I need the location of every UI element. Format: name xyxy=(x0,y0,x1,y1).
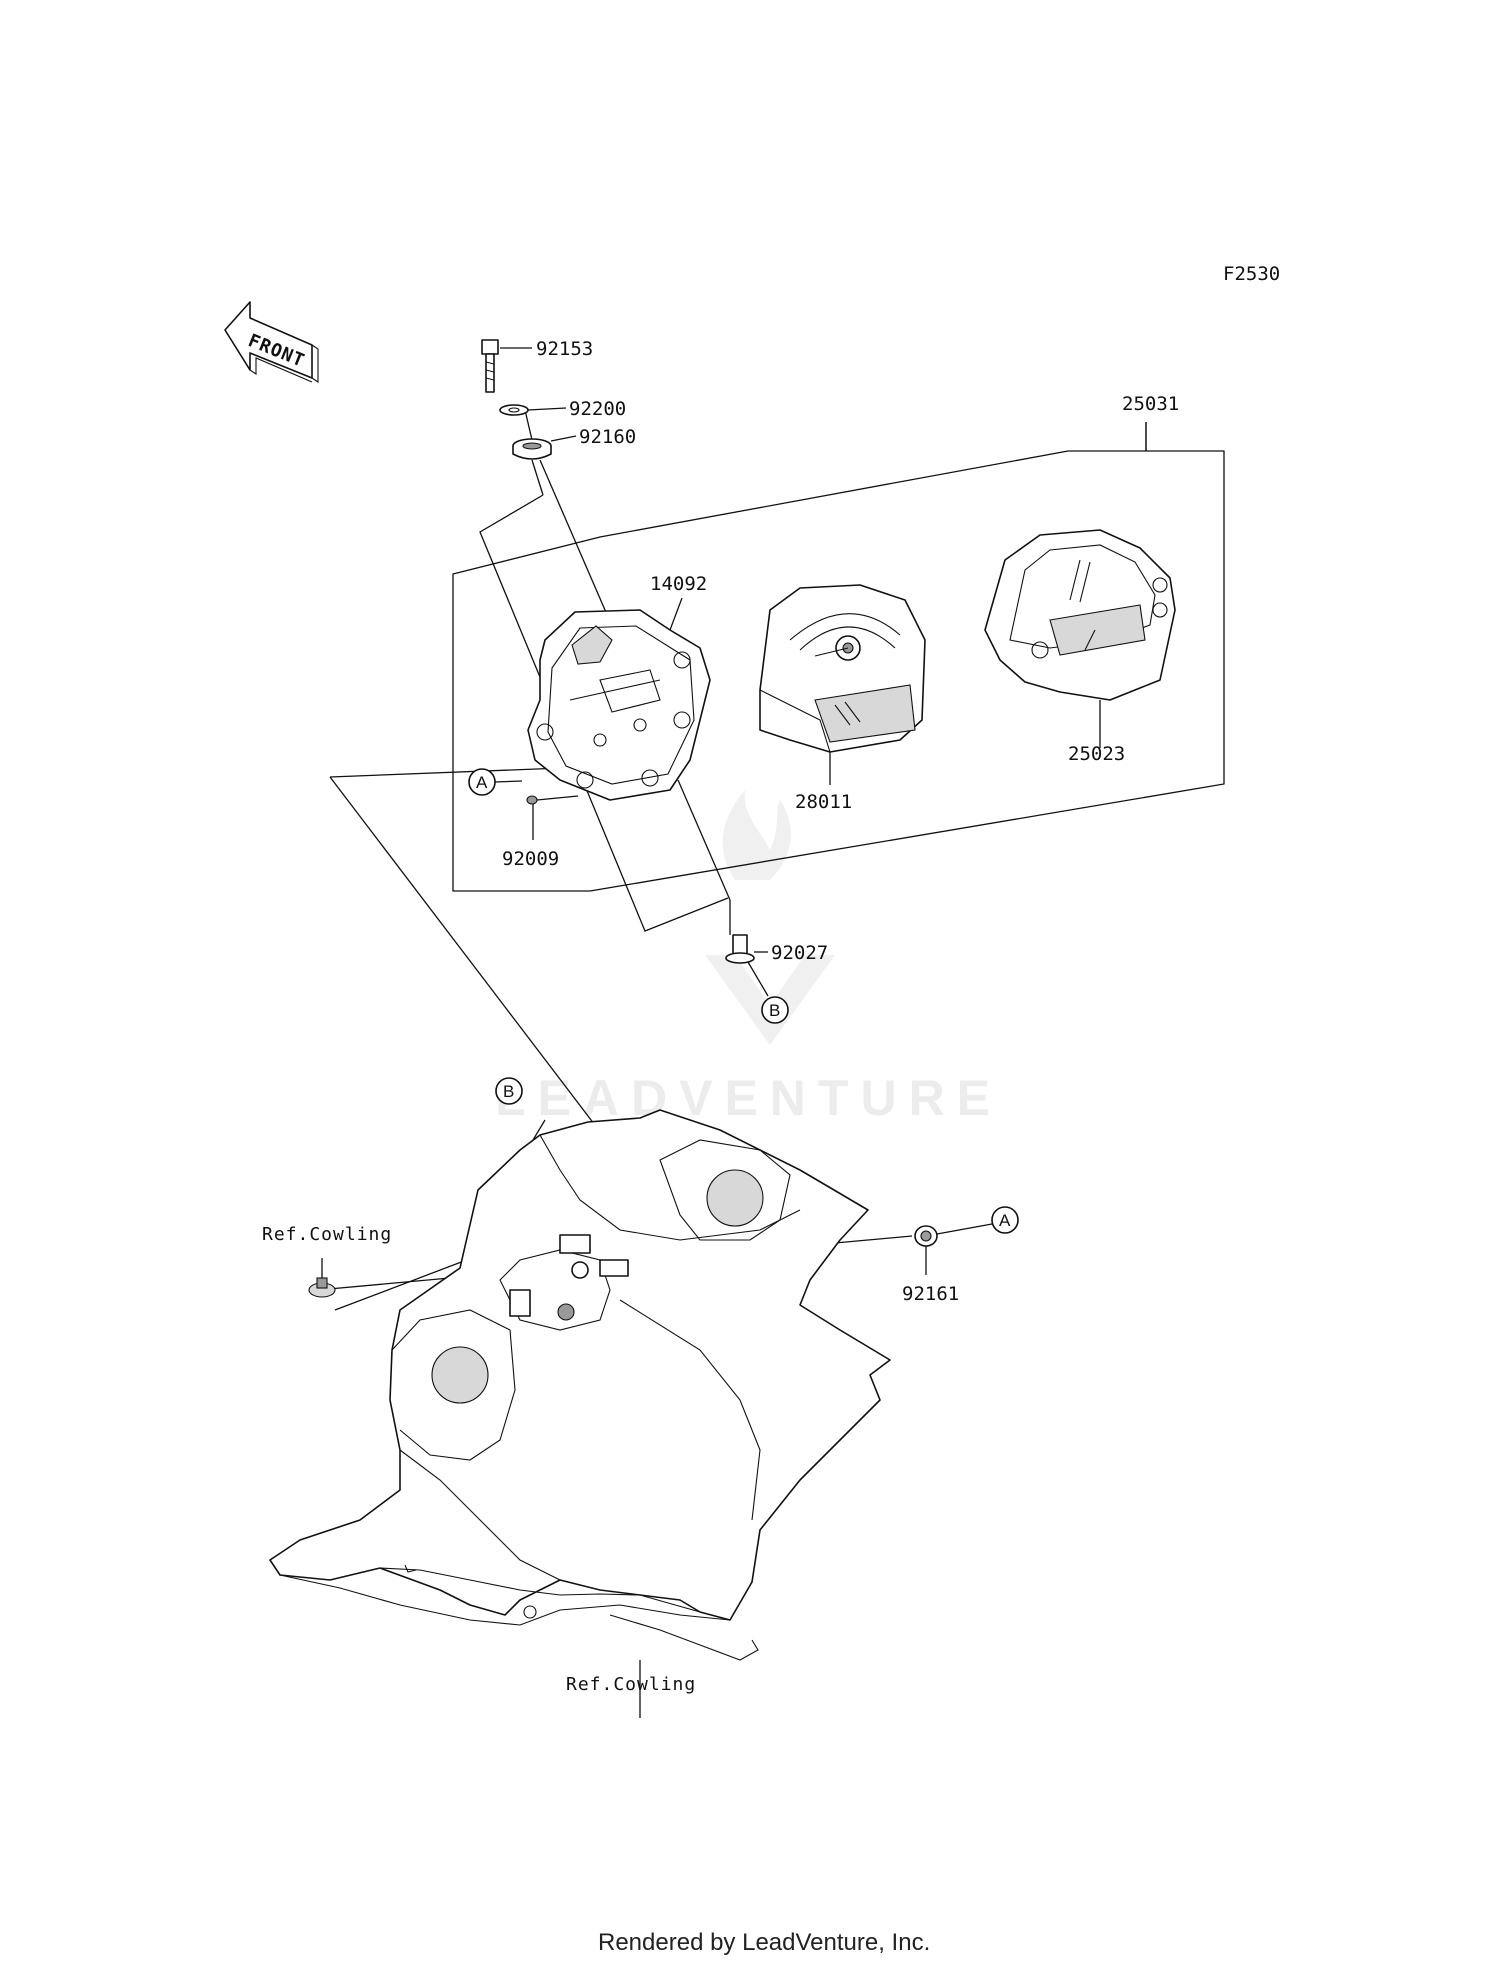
callout-b-lower: B xyxy=(495,1077,523,1105)
figure-code: F2530 xyxy=(1223,263,1280,285)
bolt-92153: 92153 xyxy=(481,338,593,393)
ref-cowling-bottom: Ref.Cowling xyxy=(566,1674,696,1695)
meter-cover-14092: 14092 xyxy=(527,573,711,801)
part-label-92153: 92153 xyxy=(536,338,593,360)
front-arrow-icon: FRONT xyxy=(224,301,319,384)
nut-92161: 92161 xyxy=(902,1223,993,1305)
ref-cowling-left: Ref.Cowling xyxy=(262,1224,392,1245)
collar-92027: 92027 xyxy=(725,934,828,997)
callout-a-upper-label: A xyxy=(476,773,488,792)
part-label-92027: 92027 xyxy=(771,942,828,964)
part-label-92200: 92200 xyxy=(569,398,626,420)
callout-a-lower: A xyxy=(991,1206,1019,1234)
callout-b-middle-label: B xyxy=(769,1001,780,1020)
part-label-92009: 92009 xyxy=(502,848,559,870)
meter-stay-bracket xyxy=(269,1109,891,1718)
washer-92200: 92200 xyxy=(499,398,626,420)
assembly-outline-25031 xyxy=(452,422,1225,892)
meter-case-25023: 25023 xyxy=(984,529,1176,765)
part-label-92161: 92161 xyxy=(902,1283,959,1305)
callout-b-lower-label: B xyxy=(503,1082,514,1101)
part-label-25031: 25031 xyxy=(1122,393,1179,415)
meter-unit-28011: 28011 xyxy=(759,584,926,813)
footer-credit: Rendered by LeadVenture, Inc. xyxy=(598,1929,930,1956)
callout-b-middle: B xyxy=(761,996,789,1024)
watermark-text: LEADVENTURE xyxy=(495,1070,1002,1126)
part-label-92160: 92160 xyxy=(579,426,636,448)
grommet-92160: 92160 xyxy=(512,426,636,460)
callout-a-lower-label: A xyxy=(999,1211,1011,1230)
cowling-nut-left: Ref.Cowling xyxy=(262,1224,392,1298)
part-label-28011: 28011 xyxy=(795,791,852,813)
screw-92009: 92009 xyxy=(502,795,579,870)
watermark: LEADVENTURE xyxy=(495,790,1002,1126)
part-label-25023: 25023 xyxy=(1068,743,1125,765)
part-label-14092: 14092 xyxy=(650,573,707,595)
callout-a-upper: A xyxy=(468,768,523,796)
